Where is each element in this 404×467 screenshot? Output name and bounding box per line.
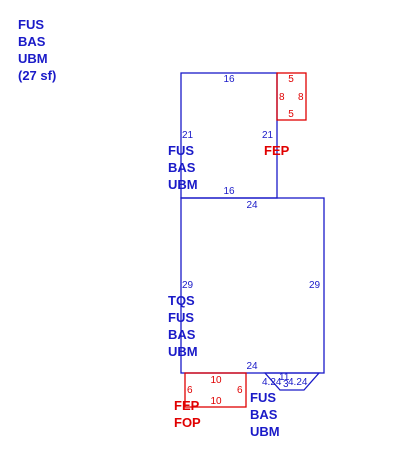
porch-dim-left: 6 (187, 385, 193, 396)
fep-box-dim-bottom: 5 (288, 109, 294, 120)
fep-box-outline (276, 72, 307, 121)
corner-label-line-3: UBM (18, 51, 48, 66)
upper-block-dim-top: 16 (223, 74, 235, 85)
fep-box-label: FEP (264, 143, 290, 158)
porch-label-1: FEP (174, 398, 200, 413)
upper-block-labels: FUS BAS UBM (168, 143, 198, 192)
bay-labels: FUS BAS UBM (250, 390, 280, 439)
bay-label-2: BAS (250, 407, 278, 422)
bay-label-1: FUS (250, 390, 276, 405)
upper-block-dim-left: 21 (182, 130, 194, 141)
porch-dim-bottom: 10 (210, 396, 222, 407)
upper-block-label-2: BAS (168, 160, 196, 175)
porch-outline (184, 372, 247, 408)
corner-label-line-2: BAS (18, 34, 46, 49)
fep-box-dim-top: 5 (288, 74, 294, 85)
lower-block-label-3: BAS (168, 327, 196, 342)
lower-block-dim-bottom: 24 (246, 361, 258, 372)
bay-outline (263, 372, 321, 391)
corner-label: FUS BAS UBM (27 sf) (18, 17, 56, 83)
lower-block-dim-right: 29 (309, 280, 321, 291)
porch-labels: FEP FOP (174, 398, 201, 430)
fep-box-dim-right: 8 (298, 92, 304, 103)
lower-block-outline (180, 197, 325, 374)
fep-box-dims: 5 8 8 5 (279, 74, 304, 120)
upper-block-label-3: UBM (168, 177, 198, 192)
upper-block-dims: 16 21 21 16 (182, 74, 274, 197)
lower-block-dim-left: 29 (182, 280, 194, 291)
upper-block-label-1: FUS (168, 143, 194, 158)
corner-label-line-4: (27 sf) (18, 68, 56, 83)
bay-dim-top: 11 (279, 372, 290, 383)
corner-label-line-1: FUS (18, 17, 44, 32)
bay-dim-left: 4.24 (262, 377, 282, 388)
fep-box-dim-left: 8 (279, 92, 285, 103)
lower-block-labels: TQS FUS BAS UBM (168, 293, 198, 359)
porch-dim-right: 6 (237, 385, 243, 396)
bay-dims: 4.24 11 3 4.24 (262, 372, 308, 390)
bay-dim-middle: 3 (283, 379, 289, 390)
upper-block-dim-bottom: 16 (223, 186, 235, 197)
upper-block-dim-right: 21 (262, 130, 274, 141)
porch-label-2: FOP (174, 415, 201, 430)
lower-block-dims: 24 29 29 24 (182, 200, 321, 372)
porch-dims: 10 6 6 10 (187, 375, 243, 407)
lower-block-label-4: UBM (168, 344, 198, 359)
porch-dim-top: 10 (210, 375, 222, 386)
lower-block-label-2: FUS (168, 310, 194, 325)
lower-block-label-1: TQS (168, 293, 195, 308)
lower-block-dim-top: 24 (246, 200, 258, 211)
bay-label-3: UBM (250, 424, 280, 439)
bay-dim-right: 4.24 (288, 377, 308, 388)
